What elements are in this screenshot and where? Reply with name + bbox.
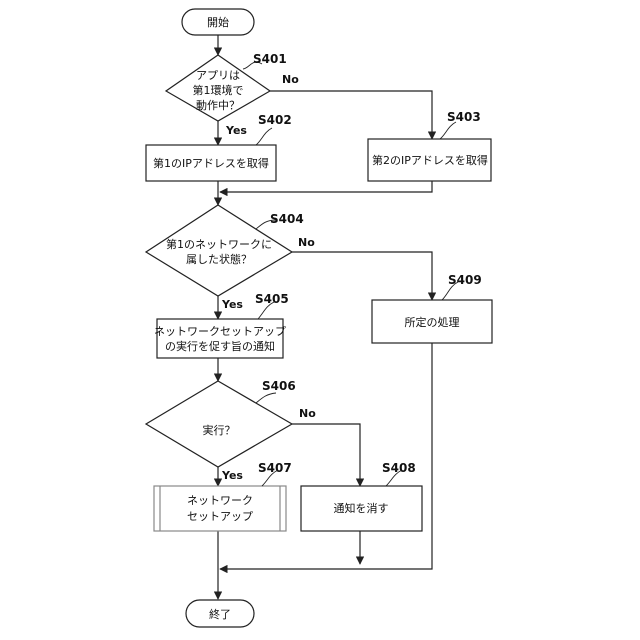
s405-line-2: の実行を促す旨の通知 [165, 339, 275, 353]
edge-s406-s408 [292, 424, 360, 486]
end-label: 終了 [209, 607, 231, 621]
s403-step: S403 [447, 110, 481, 124]
s407-line-2: セットアップ [187, 510, 253, 523]
s401-no-label: No [282, 73, 299, 86]
s405-line-1: ネットワークセットアップ [154, 325, 286, 338]
s409-step: S409 [448, 273, 482, 287]
s407-step: S407 [258, 461, 292, 475]
s401-line-2: 第1環境で [193, 83, 244, 97]
s406-step: S406 [262, 379, 296, 393]
s404-no-label: No [298, 236, 315, 249]
s404-step: S404 [270, 212, 304, 226]
edge-s404-s409 [292, 252, 432, 300]
s403-process: 第2のIPアドレスを取得 [368, 139, 491, 181]
s405-process: ネットワークセットアップ の実行を促す旨の通知 [154, 319, 286, 358]
s406-yes-label: Yes [221, 469, 243, 482]
s401-line-1: アプリは [196, 69, 240, 82]
s402-leader [256, 128, 272, 145]
s402-step: S402 [258, 113, 292, 127]
s409-label: 所定の処理 [405, 315, 460, 329]
s401-line-3: 動作中？ [196, 98, 240, 112]
s401-yes-label: Yes [225, 124, 247, 137]
s406-label: 実行？ [203, 423, 236, 437]
s403-label: 第2のIPアドレスを取得 [372, 153, 488, 167]
s402-process: 第1のIPアドレスを取得 [146, 145, 276, 181]
s404-line-1: 第1のネットワークに [166, 237, 272, 251]
s401-step: S401 [253, 52, 287, 66]
s408-step: S408 [382, 461, 416, 475]
end-terminal: 終了 [186, 600, 254, 627]
s403-leader [440, 122, 456, 139]
edge-s409-merge [220, 343, 432, 569]
start-terminal: 開始 [182, 9, 254, 35]
s406-no-label: No [299, 407, 316, 420]
s408-label: 通知を消す [334, 501, 389, 515]
s404-line-2: 属した状態？ [186, 252, 252, 266]
s405-step: S405 [255, 292, 289, 306]
start-label: 開始 [207, 15, 229, 29]
s404-yes-label: Yes [221, 298, 243, 311]
s407-line-1: ネットワーク [187, 494, 253, 507]
edge-s401-s403 [270, 91, 432, 139]
s402-label: 第1のIPアドレスを取得 [153, 156, 269, 170]
s406-leader [256, 393, 276, 403]
edge-s403-merge [220, 181, 432, 192]
s408-process: 通知を消す [301, 486, 422, 531]
s407-predefined-process: ネットワーク セットアップ [154, 486, 286, 531]
s409-process: 所定の処理 [372, 300, 492, 343]
